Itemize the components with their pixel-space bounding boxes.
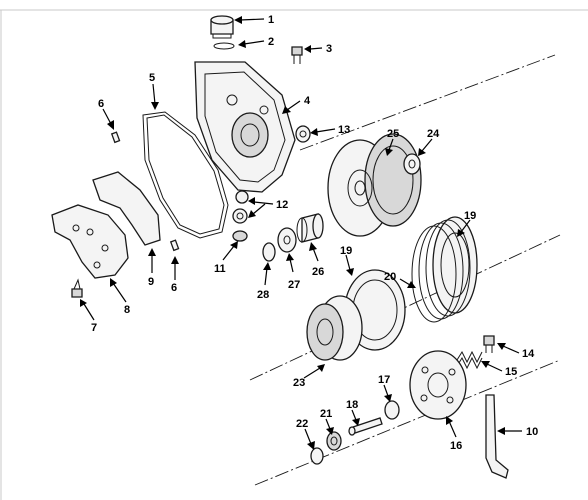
callout-23: 23 <box>293 377 305 389</box>
part-cover-bolt <box>291 46 303 64</box>
part-lifter-rod <box>348 417 383 436</box>
callout-25: 25 <box>387 128 399 140</box>
callout-6-upper: 6 <box>98 98 104 110</box>
callout-3: 3 <box>326 43 332 55</box>
part-small-bearings <box>232 190 249 224</box>
callout-12: 12 <box>276 199 288 211</box>
callout-6-lower: 6 <box>171 282 177 294</box>
callout-labels: 1 2 3 4 5 6 6 7 8 9 10 11 12 13 14 15 16… <box>91 14 538 452</box>
part-o-ring <box>213 42 235 50</box>
part-seal-washer <box>232 230 248 242</box>
part-thrust-washer <box>403 153 421 175</box>
part-spring-bolt <box>483 335 495 353</box>
part-clutch-spring <box>456 350 483 370</box>
part-bracket-screw <box>71 278 83 298</box>
part-clutch-cover <box>194 61 296 193</box>
callout-9: 9 <box>148 276 154 288</box>
callout-24: 24 <box>427 128 440 140</box>
part-filler-cap <box>210 15 234 39</box>
callout-26: 26 <box>312 266 324 278</box>
callout-16: 16 <box>450 440 462 452</box>
part-dowel-pin-upper <box>110 131 121 144</box>
callout-19-upper: 19 <box>464 210 476 222</box>
callout-11: 11 <box>214 263 226 275</box>
callout-21: 21 <box>320 408 332 420</box>
part-pressure-plate <box>409 350 467 420</box>
part-cover-gasket-inner <box>146 114 225 235</box>
part-cover-bearing <box>295 125 311 143</box>
callout-27: 27 <box>288 279 300 291</box>
part-outer-bracket <box>51 204 129 279</box>
part-bushing-26 <box>296 213 324 243</box>
callout-15: 15 <box>505 366 517 378</box>
callout-13: 13 <box>338 124 350 136</box>
part-clutch-basket <box>327 133 422 237</box>
part-clutch-hub <box>306 295 363 361</box>
part-lock-nut <box>326 431 342 451</box>
callout-22: 22 <box>296 418 308 430</box>
callout-14: 14 <box>522 348 535 360</box>
callout-19-lower: 19 <box>340 245 352 257</box>
callout-17: 17 <box>378 374 390 386</box>
callout-18: 18 <box>346 399 358 411</box>
callout-5: 5 <box>149 72 155 84</box>
part-cover-gasket <box>142 111 229 239</box>
callout-28: 28 <box>257 289 269 301</box>
part-lock-washer <box>310 447 324 465</box>
callout-10: 10 <box>526 426 538 438</box>
part-washer-27 <box>277 227 297 253</box>
callout-1: 1 <box>268 14 274 26</box>
part-lifter-bearing <box>384 400 400 420</box>
callout-2: 2 <box>268 36 274 48</box>
part-inner-plate <box>92 171 161 246</box>
part-release-lever <box>485 394 509 479</box>
part-dowel-pin-lower <box>169 239 180 252</box>
part-friction-plates <box>411 216 478 323</box>
callout-7: 7 <box>91 322 97 334</box>
callout-4: 4 <box>304 95 311 107</box>
leader-lines <box>80 16 522 450</box>
callout-8: 8 <box>124 304 130 316</box>
part-washer-28 <box>262 242 276 262</box>
callout-20: 20 <box>384 271 396 283</box>
